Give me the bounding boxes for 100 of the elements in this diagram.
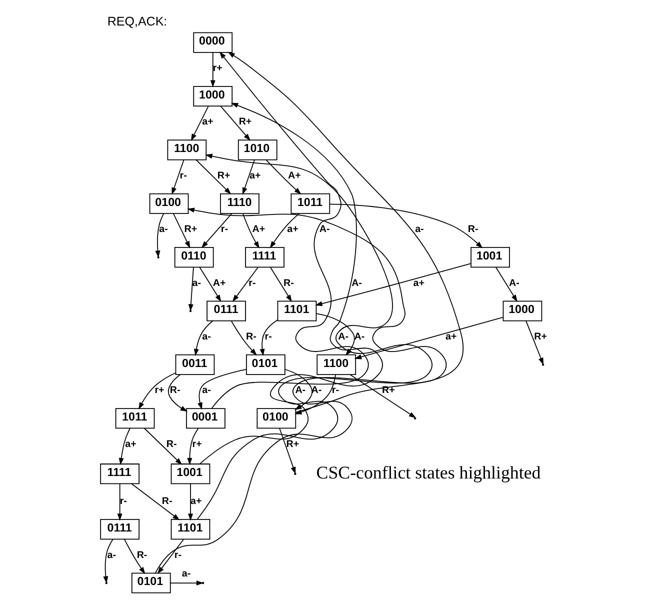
arrow [187,428,199,466]
node-box: 0101 [246,354,286,375]
arrow [270,266,292,302]
arrow [294,374,336,414]
edge-label: A- [338,331,349,342]
node-box: 1100 [316,354,356,375]
edge-label: R- [246,331,256,342]
arrow [103,538,114,584]
edge-label: R- [468,224,478,236]
node-box: 0110 [174,247,214,268]
arrow [526,320,544,365]
edge-label: r- [180,170,187,182]
edge-label: R- [170,385,180,396]
edge-label: a- [107,550,116,561]
node-box: 0000 [193,32,233,53]
node-box: 1111 [245,247,284,268]
edge-label: r- [120,496,127,508]
arrow [210,52,216,88]
arrow [138,372,176,410]
arrow [188,483,194,521]
node-box: 1101 [170,519,210,540]
node-box: 1011 [290,193,330,214]
arrow [284,368,313,410]
arrow [260,320,278,356]
arrow [154,208,447,574]
arrow [168,374,188,412]
edge-label: a+ [287,224,298,236]
edge-label: R+ [238,116,252,128]
edge-label: r+ [192,438,202,450]
edge-label: a- [192,278,202,289]
node-box: 1000 [193,86,233,107]
edge-label: R+ [382,385,395,396]
arrow [124,538,146,574]
label: CSC-conflict states highlighted [316,462,541,482]
arrow [279,428,296,474]
node-box: 1100 [167,140,207,160]
arrow [230,320,257,356]
edge-label: A+ [212,278,226,289]
arrow [329,204,483,248]
edge-label: a+ [446,331,457,342]
edge-label: r+ [154,385,164,396]
arrow [201,213,232,248]
node-box: 0100 [149,193,189,214]
node-box: 1011 [115,408,155,429]
arrow [315,263,472,306]
edge-label: A- [509,278,520,289]
edge-label: A+ [252,224,266,236]
edge-label: R- [162,496,172,508]
edge-label: a+ [250,170,261,182]
arrow [270,213,300,248]
edge-label: R- [166,438,177,450]
arrow [131,483,180,520]
edge-label: R+ [534,331,547,342]
diagram-title: REQ,ACK: [107,14,168,29]
arrow [198,368,247,410]
edge-label: a- [202,331,211,342]
arrow [196,159,232,194]
edge-label: R+ [184,224,198,236]
arrow [242,159,255,195]
arrow [220,106,250,141]
edge-label: r- [248,278,256,289]
node-box: 1111 [100,464,140,484]
node-box: 1110 [220,193,260,214]
arrow [170,580,204,586]
edge-label: r- [332,385,339,396]
edge-label: r- [174,550,182,561]
edge-label: A- [319,224,330,236]
edge-label: R+ [286,438,300,450]
edge-label: R+ [217,170,230,182]
arrow [200,102,384,464]
edge-label: a- [202,385,211,396]
arrow [196,154,432,520]
arrow [188,266,194,312]
arrow [266,160,302,195]
edge-label: A+ [288,170,301,182]
node-box: 1001 [470,247,510,268]
arrow [144,428,182,465]
edge-label: a+ [202,116,214,128]
node-box: 0111 [206,300,246,322]
arrow [211,52,369,409]
edge-label: a- [182,568,191,580]
node-box: 0001 [186,408,226,429]
edge-label: a+ [413,278,425,289]
edge-label: A- [352,278,362,289]
node-box: 1001 [170,464,210,484]
node-box: 0101 [131,572,171,594]
arrow [172,159,184,195]
arrow [157,538,184,574]
arrow [117,483,122,521]
edge-label: a+ [125,438,136,450]
node-box: 0011 [175,354,215,375]
arrow [354,316,504,360]
edge-label: a- [159,224,168,236]
edge-label: R- [284,278,294,289]
edge-label: r- [220,224,228,236]
node-box: 1101 [277,300,317,322]
edge-label: R- [136,550,148,561]
arrow [118,428,130,466]
arrow [350,374,416,418]
arrow [199,266,222,302]
